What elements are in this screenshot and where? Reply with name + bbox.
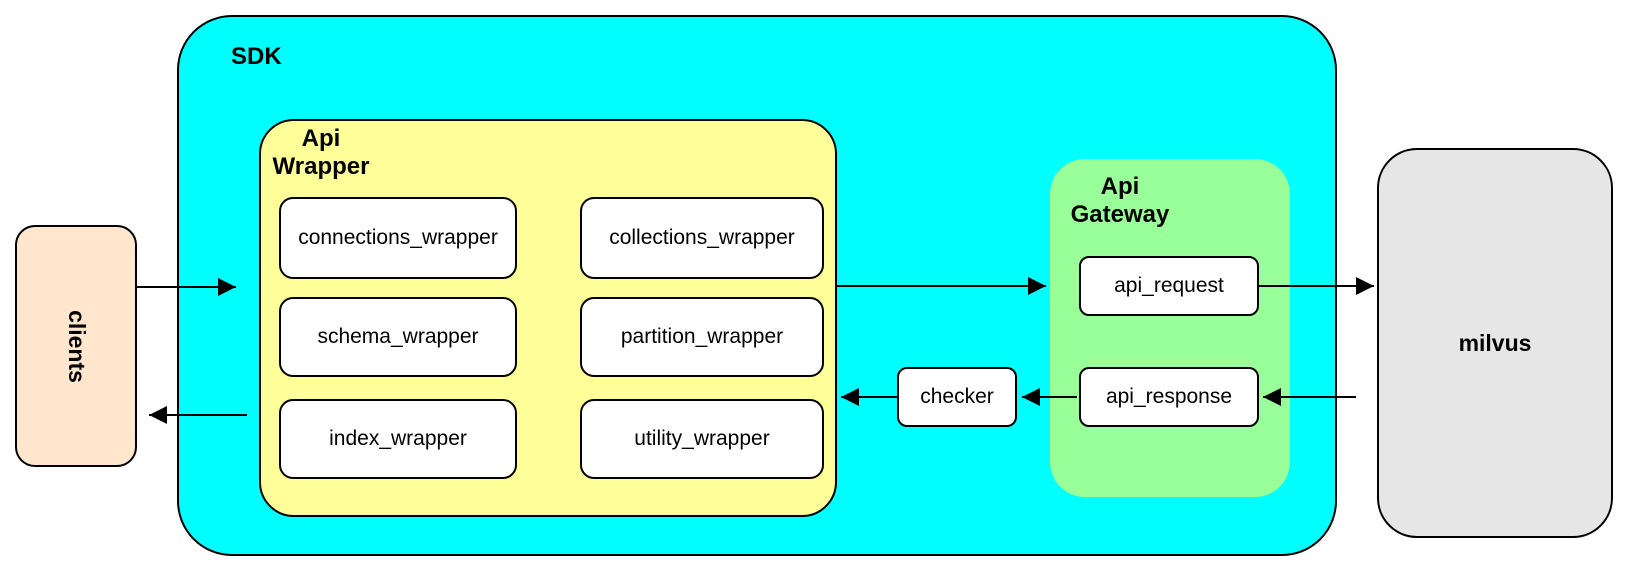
api-gateway-container: Api Gateway api_request api_response (1050, 159, 1290, 497)
connections-wrapper-node: connections_wrapper (279, 197, 517, 279)
api-gateway-label: Api Gateway (1050, 173, 1190, 228)
api-request-node: api_request (1079, 256, 1259, 316)
collections-wrapper-node: collections_wrapper (580, 197, 824, 279)
sdk-container: SDK Api Wrapper connections_wrapper coll… (177, 15, 1337, 556)
index-wrapper-node: index_wrapper (279, 399, 517, 479)
api-wrapper-label-line1: Api (301, 125, 341, 152)
milvus-node: milvus (1377, 148, 1613, 538)
api-response-node: api_response (1079, 367, 1259, 427)
partition-wrapper-node: partition_wrapper (580, 297, 824, 377)
utility-wrapper-node: utility_wrapper (580, 399, 824, 479)
clients-label: clients (63, 309, 90, 383)
api-wrapper-label-line2: Wrapper (272, 152, 370, 180)
clients-node: clients (15, 225, 137, 467)
schema-wrapper-node: schema_wrapper (279, 297, 517, 377)
sdk-label: SDK (231, 43, 282, 70)
api-gateway-label-line2: Gateway (1070, 200, 1170, 228)
api-wrapper-label: Api Wrapper (261, 125, 381, 180)
api-wrapper-container: Api Wrapper connections_wrapper collecti… (259, 119, 837, 517)
api-gateway-label-line1: Api (1100, 173, 1140, 200)
checker-node: checker (897, 367, 1017, 427)
